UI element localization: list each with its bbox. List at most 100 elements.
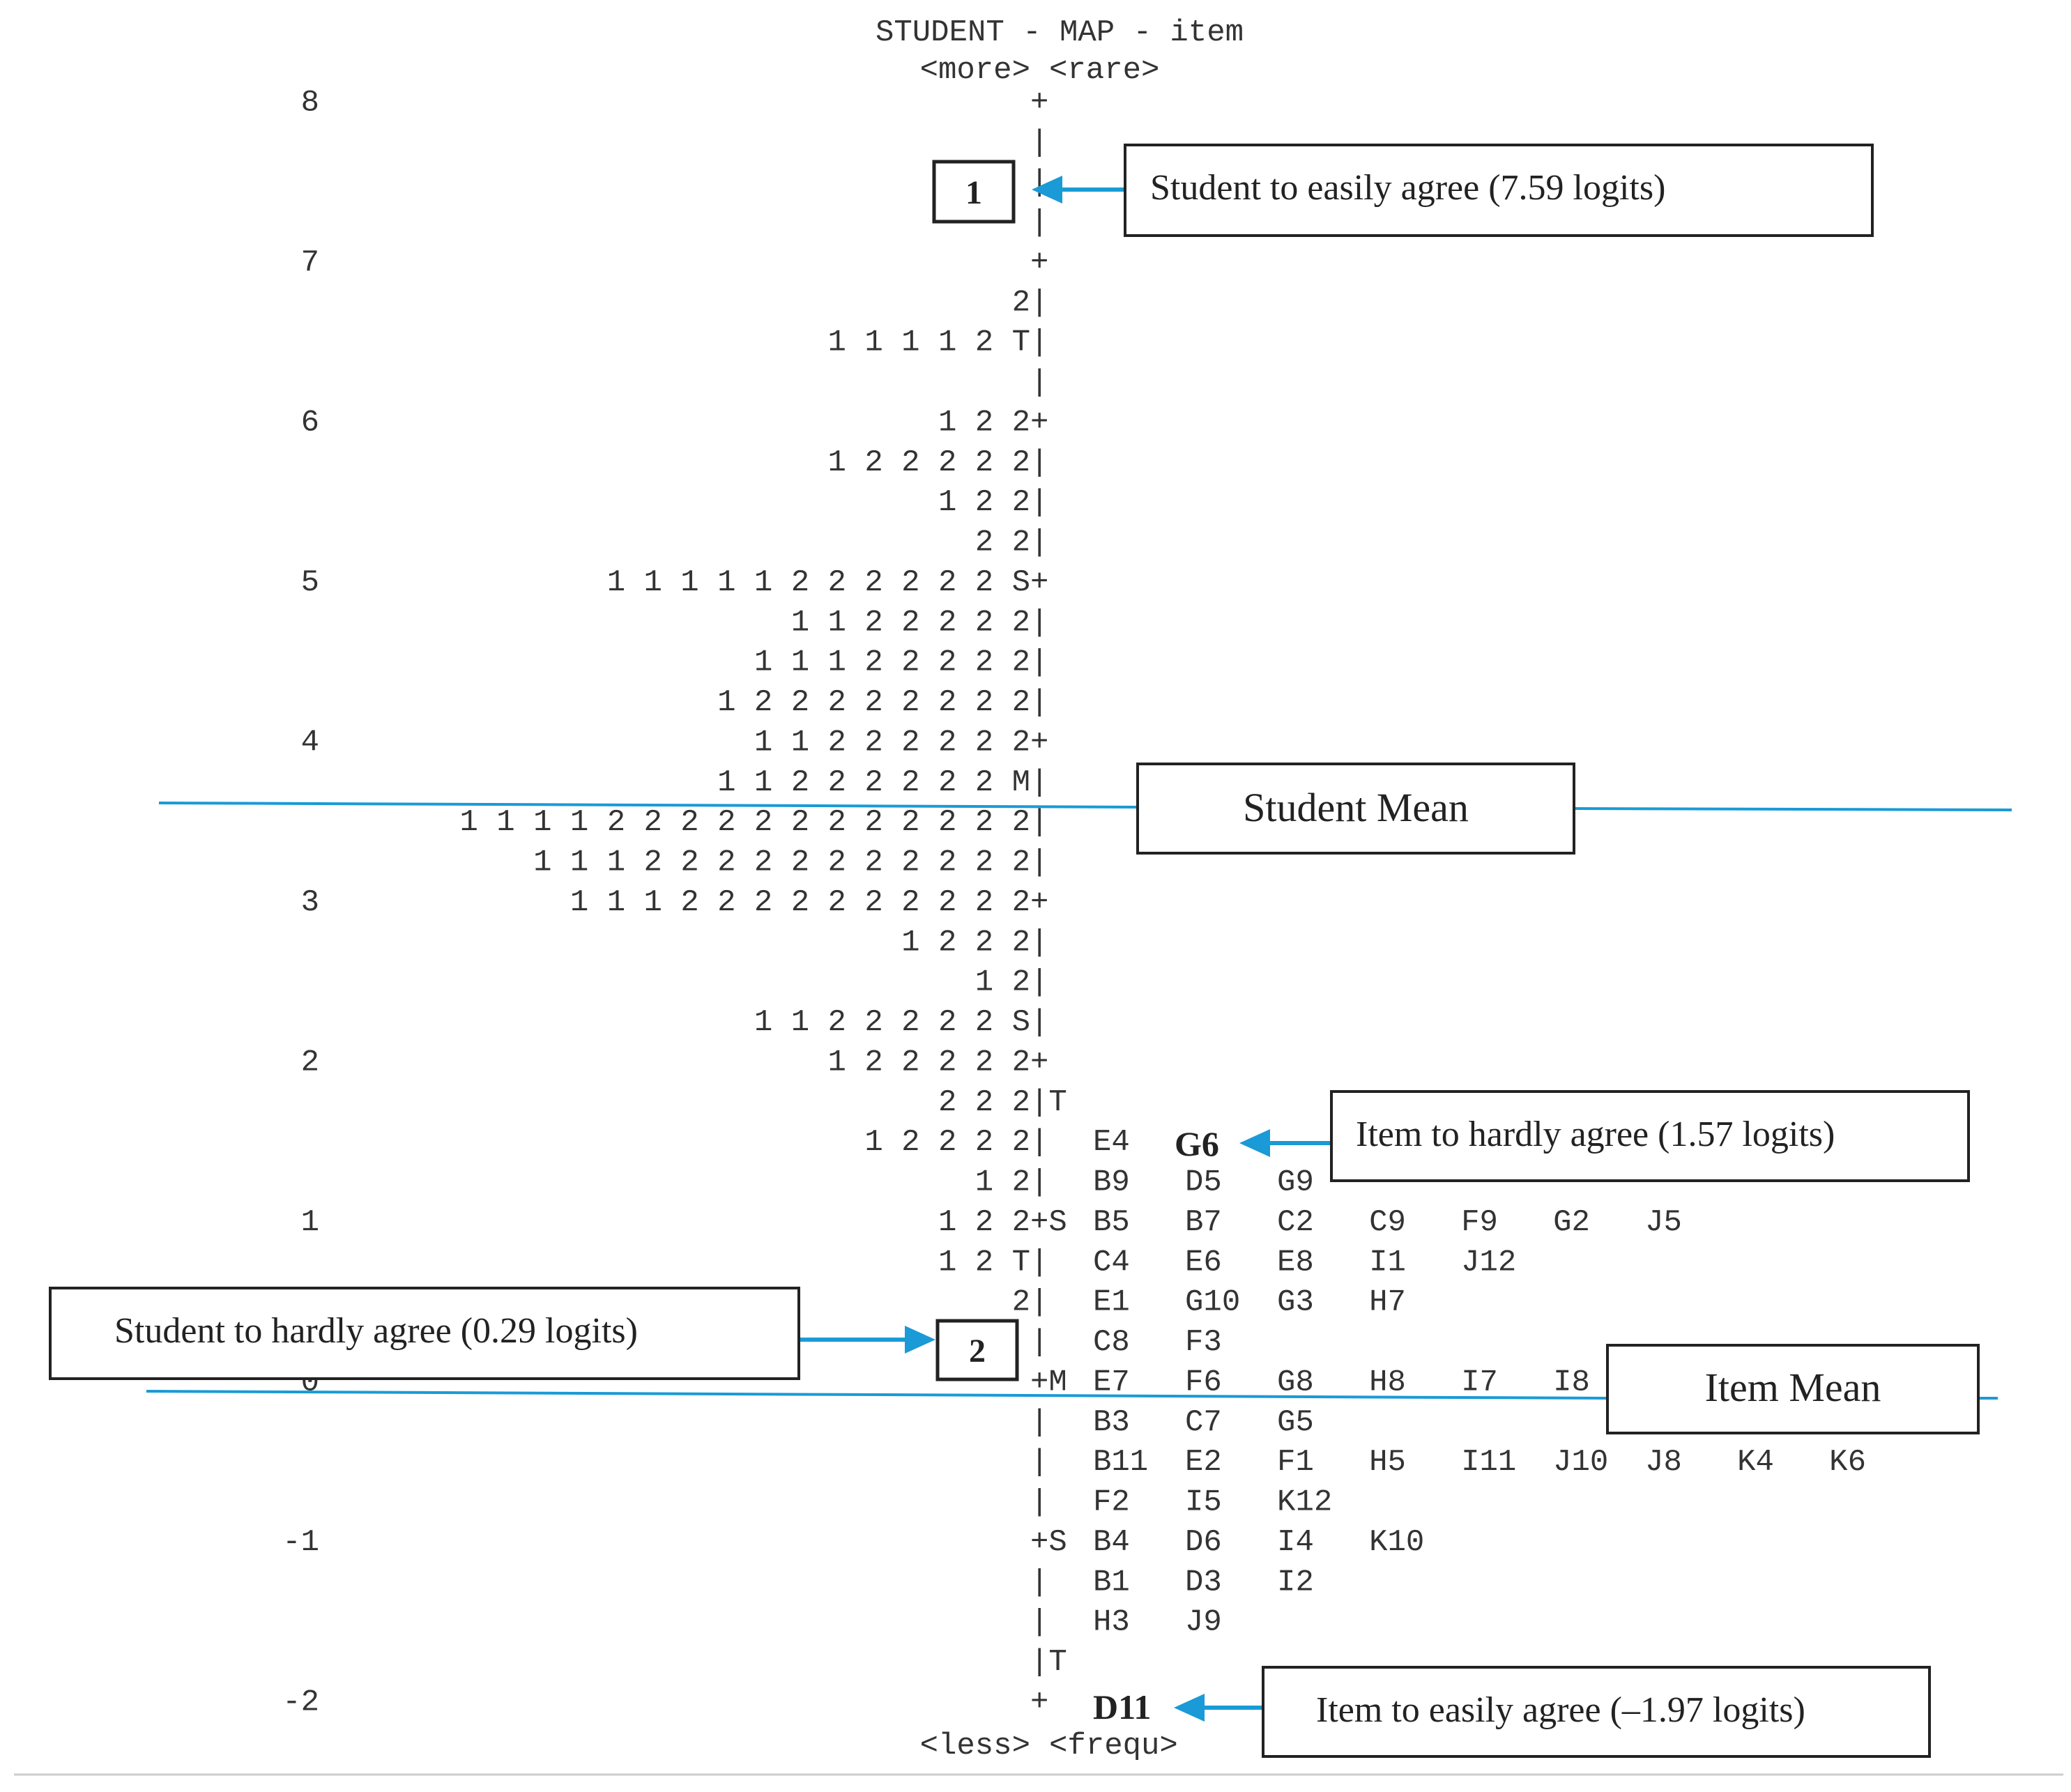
axis-marker: | (1030, 1005, 1048, 1040)
axis-marker: | (1030, 1165, 1048, 1200)
logit-tick-label: 7 (301, 245, 319, 280)
student-row: 2 2 (975, 526, 1030, 560)
axis-marker: + (1030, 725, 1048, 760)
item-row: C4 E6 E8 I1 J12 (1093, 1245, 1516, 1280)
student-row: 1 1 1 2 2 2 2 2 2 2 2 2 2 2 (533, 845, 1030, 880)
axis-marker: | (1030, 845, 1048, 880)
student-row: 1 2 2 2 (901, 925, 1030, 960)
student-row: 1 2 2 2 2 2 (828, 1045, 1030, 1080)
item-row: F2 I5 K12 (1093, 1485, 1332, 1520)
axis-marker: + (1030, 885, 1048, 920)
student-row: 1 1 1 2 2 2 2 2 2 2 2 2 2 (570, 885, 1030, 920)
item-row: B4 D6 I4 K10 (1093, 1525, 1424, 1560)
axis-marker: | (1030, 685, 1048, 720)
student-row: 1 2 T (938, 1245, 1030, 1280)
axis-marker: | (1030, 1605, 1048, 1640)
axis-marker: | (1030, 1245, 1048, 1280)
bottom-left-label: <less> (920, 1729, 1030, 1763)
axis-marker: | (1030, 1125, 1048, 1160)
student-row: 1 1 1 1 2 T (828, 326, 1030, 360)
student-row: 1 1 2 2 2 2 2 (791, 605, 1030, 640)
axis-marker: | (1030, 285, 1048, 320)
item-row: B3 C7 G5 (1093, 1405, 1314, 1440)
logit-tick-label: 3 (301, 885, 319, 920)
axis-marker: | (1030, 1565, 1048, 1600)
axis-marker: + (1030, 405, 1048, 440)
student-row: 1 2 2 (938, 405, 1030, 440)
callout-item-hard: Item to hardly agree (1.57 logits) (1330, 1090, 1970, 1182)
callout-item-hard-text: Item to hardly agree (1.57 logits) (1356, 1115, 1835, 1154)
logit-tick-label: -2 (282, 1685, 319, 1720)
axis-marker: | (1030, 805, 1048, 840)
axis-marker: | (1030, 1325, 1048, 1360)
student-row: 1 1 1 1 2 2 2 2 2 2 2 2 2 2 2 2 (459, 805, 1030, 840)
axis-marker: +S (1030, 1525, 1067, 1560)
axis-marker: + (1030, 1685, 1048, 1720)
axis-marker: | (1030, 326, 1048, 360)
student-row: 1 2 2 2 2 (864, 1125, 1030, 1160)
axis-marker: + (1030, 1045, 1048, 1080)
logit-tick-label: 8 (301, 85, 319, 120)
axis-marker: +S (1030, 1205, 1067, 1240)
student-row: 1 1 2 2 2 2 2 S (754, 1005, 1030, 1040)
logit-tick-label: -1 (282, 1525, 319, 1560)
axis-marker: | (1030, 206, 1048, 240)
axis-marker: + (1030, 245, 1048, 280)
bottom-right-label: <frequ> (1049, 1729, 1178, 1763)
student-row: 1 2 2 (938, 1205, 1030, 1240)
map-rows: +|||+2|1 1 1 1 2 T||1 2 2+1 2 2 2 2 2|1 … (459, 85, 1866, 1720)
logit-tick-label: 6 (301, 405, 319, 440)
axis-marker: | (1030, 605, 1048, 640)
axis-marker: | (1030, 1445, 1048, 1480)
callout-student-hard-text: Student to hardly agree (0.29 logits) (114, 1311, 638, 1351)
axis-marker: | (1030, 765, 1048, 800)
arrow-item-easy (1174, 1694, 1263, 1722)
student-row: 1 2 2 (938, 485, 1030, 520)
item-row: C8 F3 (1093, 1325, 1222, 1360)
item-row: B11 E2 F1 H5 I11 J10 J8 K4 K6 (1093, 1445, 1866, 1480)
student-low-label: 2 (969, 1333, 986, 1370)
callout-student-easy: Student to easily agree (7.59 logits) (1124, 144, 1874, 237)
axis-marker: +M (1030, 1365, 1067, 1400)
arrow-item-hard (1239, 1129, 1331, 1157)
logit-tick-label: 4 (301, 725, 319, 760)
axis-marker: | (1030, 1405, 1048, 1440)
axis-marker: | (1030, 925, 1048, 960)
item-row: B5 B7 C2 C9 F9 G2 J5 (1093, 1205, 1682, 1240)
student-high-box: 1 (932, 160, 1016, 224)
axis-marker: |T (1030, 1645, 1067, 1680)
logit-tick-label: 1 (301, 1205, 319, 1240)
student-row: 1 1 1 1 1 2 2 2 2 2 2 S (607, 565, 1030, 600)
arrow-student-hard (799, 1326, 935, 1354)
item-row: E7 F6 G8 H8 I7 I8 (1093, 1365, 1590, 1400)
student-high-label: 1 (965, 174, 982, 211)
logit-tick-label: 2 (301, 1045, 319, 1080)
callout-item-mean-text: Item Mean (1705, 1365, 1881, 1410)
item-mean-line-left (146, 1390, 1608, 1400)
callout-student-hard: Student to hardly agree (0.29 logits) (49, 1287, 800, 1380)
callout-student-easy-text: Student to easily agree (7.59 logits) (1150, 168, 1665, 208)
map-title: STUDENT - MAP - item (876, 15, 1244, 50)
student-row: 1 2 2 2 2 2 2 2 2 (717, 685, 1030, 720)
student-mean-line-left (158, 802, 1138, 809)
student-row: 1 2 (975, 1165, 1030, 1200)
axis-marker: | (1030, 645, 1048, 680)
axis-marker: | (1030, 1485, 1048, 1520)
axis-marker: | (1030, 1285, 1048, 1320)
student-row: 2 (1012, 1285, 1030, 1320)
student-row: 1 1 2 2 2 2 2 2 M (717, 765, 1030, 800)
student-row: 2 2 2 (938, 1085, 1030, 1120)
item-g6-label: G6 (1175, 1124, 1219, 1163)
map-text-layer: STUDENT - MAP - item <more> <rare> <less… (876, 15, 1244, 1763)
callout-student-mean: Student Mean (1136, 763, 1575, 855)
axis-marker: + (1030, 565, 1048, 600)
arrow-student-easy (1032, 176, 1125, 204)
callout-student-mean-text: Student Mean (1243, 785, 1469, 830)
axis-marker: | (1030, 445, 1048, 480)
callout-item-easy-text: Item to easily agree (–1.97 logits) (1316, 1690, 1805, 1730)
item-row: B1 D3 I2 (1093, 1565, 1314, 1600)
item-row: B9 D5 G9 (1093, 1165, 1314, 1200)
student-row: 1 2 2 2 2 2 (828, 445, 1030, 480)
